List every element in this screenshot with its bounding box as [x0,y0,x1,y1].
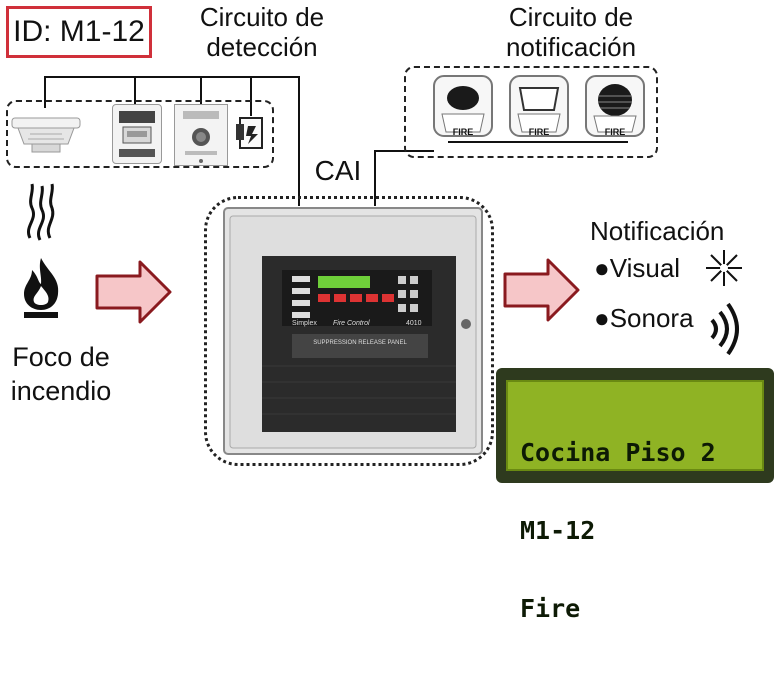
panel-label: CAI [314,155,362,186]
smoke-detector [10,110,82,158]
detection-bus-wire [44,76,300,78]
panel-series: 4010 [406,320,422,327]
horn-strobe-icon [433,75,493,137]
horn-strobe-icon [585,75,645,137]
panel-plate: SUPPRESSION RELEASE PANEL [313,340,407,346]
notification-circuit-label: Circuito de notificación [486,2,656,62]
fire-alarm-control-panel [222,206,484,456]
strobe-light-icon [704,248,744,288]
horn-strobe-1 [432,74,494,140]
detection-circuit-label: Circuito de detección [178,2,346,62]
notification-circuit-line2: notificación [505,32,637,62]
notification-circuit-line1: Circuito de [508,2,634,32]
panel-to-notification-wire [374,150,376,206]
flame-icon [18,256,64,320]
fire-source-label: Foco de incendio [0,340,122,408]
lcd-display: Cocina Piso 2 M1-12 Fire [496,368,774,622]
fire-source-line2: incendio [10,376,112,406]
notification-title: Notificación [590,216,725,246]
horn-strobe-3-label: FIRE [604,127,626,137]
push-button-station [174,104,228,166]
panel-brand: Simplex [292,320,317,327]
horn-strobe-icon [509,75,569,137]
push-button-drop-wire [200,76,202,104]
module-drop-wire [250,76,252,116]
horn-strobe-3 [584,74,646,140]
right-arrow-icon [503,258,580,322]
panel-model: Fire Control [333,320,370,327]
arrow-fire-to-panel [94,258,174,326]
control-panel-icon [223,207,483,455]
fire-source-line1: Foco de [12,342,110,372]
monitor-module [234,114,266,152]
detection-to-panel-wire [298,76,300,206]
notification-sonora: ●Sonora [594,303,694,333]
lcd-line2: M1-12 [520,516,596,545]
detection-circuit-line2: detección [206,32,318,62]
pull-station-drop-wire [134,76,136,104]
lcd-screen: Cocina Piso 2 M1-12 Fire [506,380,764,622]
lcd-line3: Fire [520,594,581,623]
sound-waves-icon [706,298,746,360]
module-icon [236,117,263,149]
notification-devices-box [404,66,658,158]
detection-circuit-line1: Circuito de [199,2,325,32]
id-label: ID: M1-12 [6,6,152,58]
detector-drop-wire [44,76,46,108]
push-button-icon [183,111,219,163]
arrow-panel-to-notification [502,256,582,324]
lcd-line1: Cocina Piso 2 [520,438,716,467]
right-arrow-icon [95,260,172,324]
detection-devices-box [6,100,274,168]
horn-strobe-2-label: FIRE [528,127,550,137]
panel-region [204,196,494,466]
notification-bus-wire [448,141,628,143]
horn-strobe-2 [508,74,570,140]
manual-pull-station [112,104,162,164]
smoke-detector-icon [11,117,81,153]
smoke-wisp-icon [22,180,58,242]
pull-station-icon [119,111,155,157]
horn-strobe-1-label: FIRE [452,127,474,137]
notification-visual: ●Visual [594,253,681,283]
